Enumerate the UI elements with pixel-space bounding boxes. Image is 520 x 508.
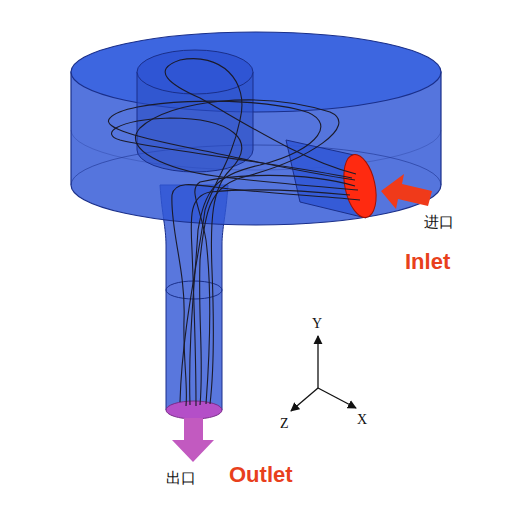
outlet-label-cn: 出口 [166, 470, 196, 487]
inlet-arrow [381, 174, 432, 209]
outlet-label: Outlet [229, 463, 293, 487]
inlet-pipe [286, 140, 381, 220]
axis-label: X [357, 412, 367, 427]
axis-label: Z [280, 416, 289, 431]
outlet-arrow [172, 418, 214, 462]
axis-label: Y [312, 316, 322, 331]
vortex-finder [137, 50, 253, 172]
inlet-label-cn: 进口 [424, 214, 454, 231]
inlet-label: Inlet [405, 250, 450, 274]
coordinate-axes [291, 336, 356, 411]
streamlines [108, 59, 360, 406]
cyclone-chamber [71, 32, 441, 225]
